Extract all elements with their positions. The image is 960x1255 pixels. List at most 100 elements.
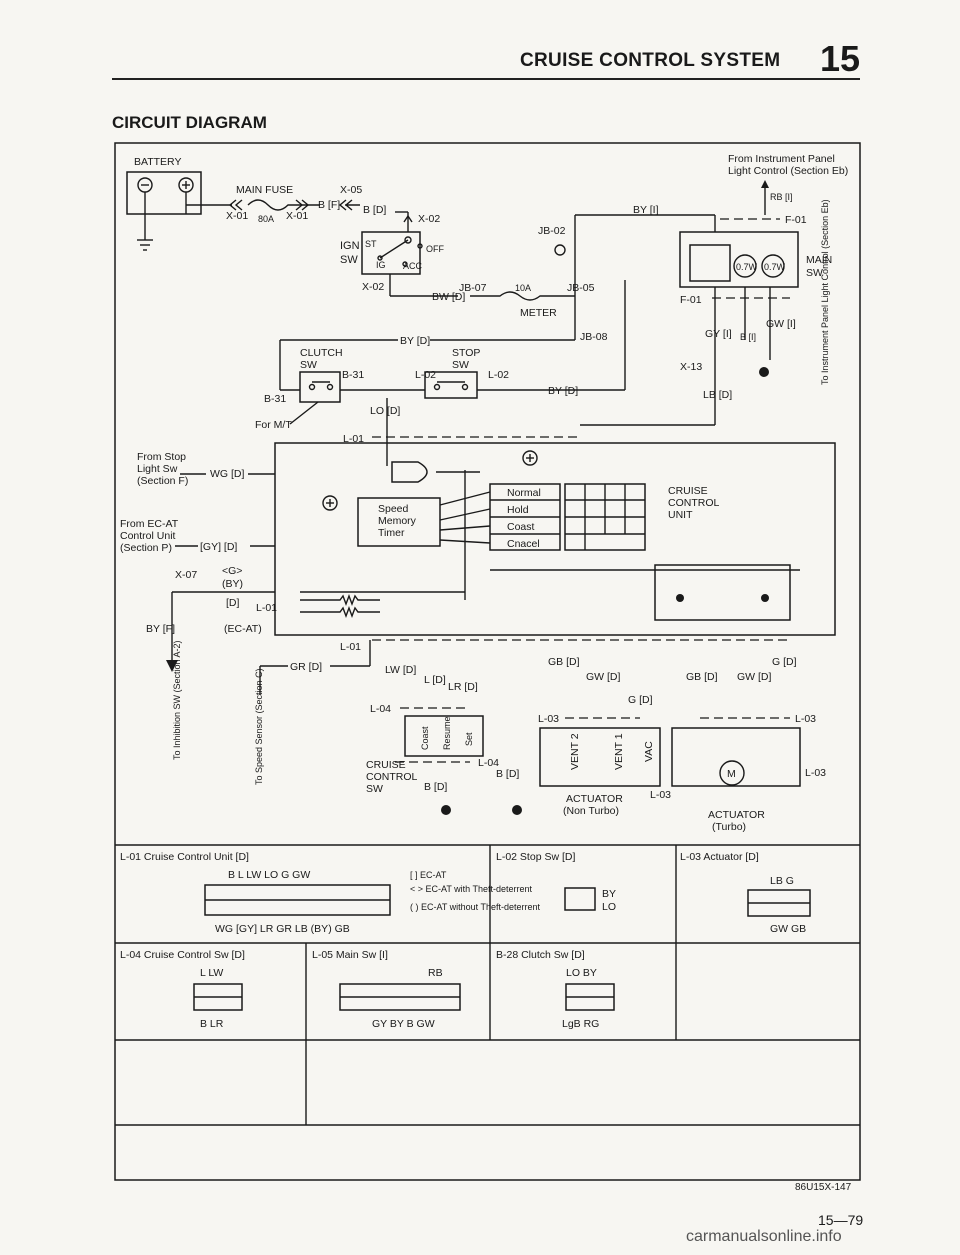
diagram-label: VENT 1 — [613, 733, 625, 770]
diagram-label: LgB RG — [562, 1018, 599, 1030]
diagram-label: JB-07 — [459, 282, 487, 294]
diagram-label: SW — [340, 254, 358, 266]
diagram-label: X-02 — [362, 281, 384, 293]
diagram-label: (Section F) — [137, 475, 188, 487]
diagram-label: BY [F] — [146, 623, 175, 635]
speed-memory-timer — [357, 497, 441, 547]
diagram-label: CRUISE — [366, 759, 406, 771]
diagram-label: SW — [806, 267, 823, 279]
diagram-label: Set — [464, 732, 474, 746]
diagram-label: To Inhibition SW (Section A-2) — [172, 640, 182, 760]
diagram-label: X-07 — [175, 569, 197, 581]
diagram-label: <G> — [222, 565, 242, 577]
diagram-label: 0.7W — [764, 262, 786, 272]
diagram-label: ACC — [403, 261, 423, 271]
cruise-control-switch: L-04 Coast Resume Set L-04 CRUISE CONTRO… — [366, 703, 522, 815]
section-number: 15 — [820, 38, 861, 79]
diagram-label: CONTROL — [668, 497, 719, 509]
diagram-label: < > EC-AT with Theft-deterrent — [410, 884, 533, 894]
diagram-label: CONTROL — [366, 771, 417, 783]
diagram-label: RB — [428, 967, 443, 979]
diagram-label: X-01 — [226, 210, 248, 222]
connector-table: L-01 Cruise Control Unit [D] B L LW LO G… — [115, 845, 860, 1126]
diagram-label: VAC — [643, 741, 655, 762]
diagram-label: G [D] — [628, 694, 653, 706]
diagram-label: L-03 — [650, 789, 671, 801]
diagram-label: Timer — [378, 527, 405, 539]
diagram-label: GB [D] — [548, 656, 580, 668]
diagram-label: Speed — [378, 503, 409, 515]
diagram-label: LR [D] — [448, 681, 478, 693]
diagram-label: BY [D] — [400, 335, 430, 347]
diagram-label: ACTUATOR — [708, 809, 765, 821]
diagram-label: 80A — [258, 214, 274, 224]
diagram-label: B [F] — [318, 199, 340, 211]
diagram-label: GW GB — [770, 923, 806, 935]
diagram-label: UNIT — [668, 509, 693, 521]
diagram-label: For M/T — [255, 419, 292, 431]
diagram-label: Resume — [442, 716, 452, 750]
diagram-label: (Turbo) — [712, 821, 746, 833]
diagram-label: From Stop — [137, 451, 186, 463]
diagram-label: L-02 — [488, 369, 509, 381]
diagram-label: B-31 — [342, 369, 364, 381]
main-fuse-circuit: MAIN FUSE X-05 X-01 80A X-01 B [F] B [D] — [186, 184, 409, 232]
diagram-label: L-04 — [478, 757, 499, 769]
diagram-label: L-01 Cruise Control Unit [D] — [120, 851, 249, 863]
diagram-label: X-13 — [680, 361, 702, 373]
diagram-label: L-01 — [340, 641, 361, 653]
diagram-label: L [D] — [424, 674, 446, 686]
diagram-label: B L LW LO G GW — [228, 869, 310, 881]
diagram-label: JB-08 — [580, 331, 608, 343]
diagram-label: IGN — [340, 240, 360, 252]
diagram-label: CLUTCH — [300, 347, 343, 359]
diagram-label: LO BY — [566, 967, 597, 979]
main-switch: From Instrument Panel Light Control (Sec… — [580, 153, 848, 426]
diagram-label: F-01 — [680, 294, 702, 306]
diagram-label: L-02 Stop Sw [D] — [496, 851, 575, 863]
diagram-label: BY [I] — [633, 204, 659, 216]
figure-number: 86U15X-147 — [795, 1182, 852, 1193]
ignition-switch: X-02 IGN SW ST OFF IG ACC X-02 BW [D] — [340, 213, 465, 303]
control-unit-internal: Speed Memory Timer Normal Hold Coast Cna… — [300, 440, 800, 621]
diagram-label: B-31 — [264, 393, 286, 405]
page-number: 15—79 — [818, 1212, 864, 1228]
diagram-label: LB [D] — [703, 389, 732, 401]
diagram-label: GW [I] — [766, 318, 796, 330]
clutch-stop-switches: CLUTCH SW STOP SW B-31 B-31 L-02 L-02 BY… — [255, 280, 626, 440]
diagram-label: From Instrument Panel — [728, 153, 835, 165]
diagram-label: M — [727, 768, 736, 780]
page-header-title: CRUISE CONTROL SYSTEM — [520, 50, 781, 71]
diagram-label: RB [I] — [770, 192, 793, 202]
diagram-frame — [114, 142, 861, 1181]
diagram-label: B [D] — [496, 768, 519, 780]
diagram-label: BY — [602, 888, 616, 900]
diagram-label: GY BY B GW — [372, 1018, 435, 1030]
battery-label: BATTERY — [134, 156, 181, 168]
actuator-turbo: L-03 M L-03 ACTUATOR (Turbo) — [671, 713, 826, 833]
diagram-label: To Instrument Panel Light Control (Secti… — [820, 199, 830, 385]
diagram-label: SW — [300, 359, 317, 371]
diagram-label: Memory — [378, 515, 417, 527]
diagram-label: Cnacel — [507, 538, 540, 550]
diagram-label: 0.7W — [736, 262, 758, 272]
diagram-label: GW [D] — [737, 671, 771, 683]
diagram-label: BY [D] — [548, 385, 578, 397]
diagram-label: B [D] — [424, 781, 447, 793]
diagram-label: G [D] — [772, 656, 797, 668]
diagram-label: B [D] — [363, 204, 386, 216]
actuator-non-turbo: L-03 VENT 2 VENT 1 VAC ACTUATOR (Non Tur… — [538, 713, 671, 817]
diagram-label: (EC-AT) — [224, 623, 262, 635]
diagram-label: WG [D] — [210, 468, 244, 480]
diagram-label: Light Sw — [137, 463, 178, 475]
diagram-label: IG — [376, 260, 386, 270]
diagram-label: 10A — [515, 283, 531, 293]
diagram-label: From EC-AT — [120, 518, 179, 530]
diagram-label: STOP — [452, 347, 480, 359]
diagram-label: L-03 — [805, 767, 826, 779]
junction-block: JB-02 JB-07 10A JB-05 METER BY [I] JB-08… — [279, 204, 715, 390]
diagram-label: Control Unit — [120, 530, 176, 542]
diagram-label: [ ] EC-AT — [410, 870, 447, 880]
diagram-label: ACTUATOR — [566, 793, 623, 805]
diagram-label: L-01 — [343, 433, 364, 445]
